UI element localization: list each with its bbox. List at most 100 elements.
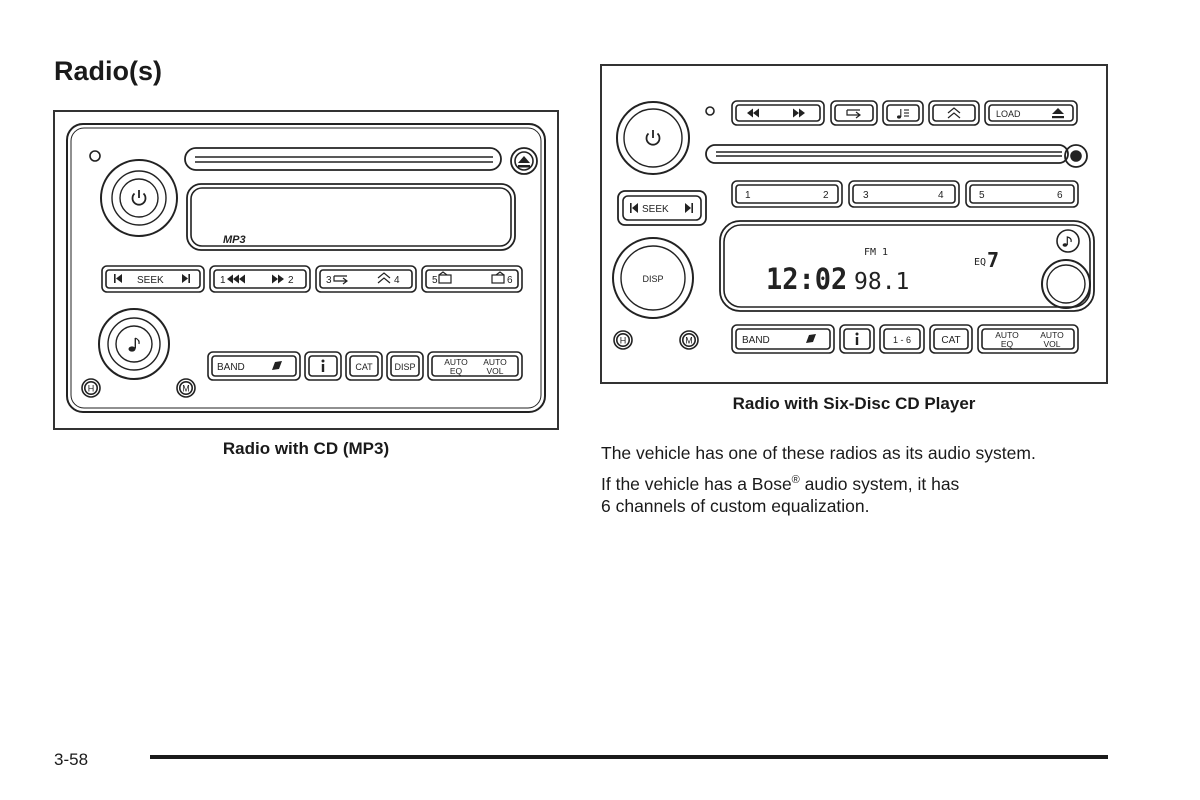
seek-back-icon <box>114 274 122 283</box>
auto-eq-vol-button[interactable]: AUTO EQ AUTO VOL <box>977 324 1079 354</box>
indicator-light <box>705 106 715 116</box>
svg-text:6: 6 <box>507 275 513 286</box>
body-paragraph-2: If the vehicle has a Bose® audio system,… <box>601 473 1121 517</box>
display-eq-value: 7 <box>987 248 999 272</box>
random-button[interactable] <box>928 100 980 126</box>
svg-text:5: 5 <box>979 190 985 201</box>
seek-scan-icon <box>806 334 816 343</box>
svg-text:LOAD: LOAD <box>996 109 1021 119</box>
track-list-button[interactable] <box>882 100 924 126</box>
preset-button-3-4[interactable]: 3 4 <box>848 180 960 208</box>
h-button[interactable]: H <box>613 330 633 350</box>
info-button[interactable] <box>839 324 875 354</box>
info-button[interactable] <box>304 351 342 381</box>
m-button[interactable]: M <box>679 330 699 350</box>
seek-forward-icon <box>685 203 693 213</box>
power-volume-knob[interactable] <box>616 101 690 175</box>
folder-forward-icon <box>491 271 505 284</box>
svg-text:AUTO: AUTO <box>1040 330 1064 340</box>
preset-button-5-6[interactable]: 5 6 <box>421 265 523 293</box>
cd-slot <box>184 147 502 171</box>
eject-button[interactable] <box>510 147 538 175</box>
svg-text:2: 2 <box>288 275 294 286</box>
svg-text:DISP: DISP <box>642 274 663 284</box>
cat-button[interactable]: CAT <box>929 324 973 354</box>
svg-text:M: M <box>182 384 190 394</box>
svg-text:VOL: VOL <box>486 366 503 376</box>
random-icon <box>377 272 391 284</box>
radio-display <box>186 183 516 251</box>
next-track-icon <box>272 274 284 284</box>
paragraph-2-text-end: audio system, it has <box>799 474 960 494</box>
svg-text:1: 1 <box>745 190 751 201</box>
paragraph-2-text-start: If the vehicle has a Bose <box>601 474 792 494</box>
repeat-button[interactable] <box>830 100 878 126</box>
disp-knob[interactable]: DISP <box>612 237 694 319</box>
preset-button-1-2[interactable]: 1 2 <box>731 180 843 208</box>
svg-text:BAND: BAND <box>742 335 770 346</box>
seek-button[interactable]: SEEK <box>101 265 205 293</box>
display-eq-label: EQ <box>974 257 986 268</box>
cd-load-indicator <box>1064 144 1088 168</box>
tune-knob[interactable] <box>98 308 170 380</box>
rewind-icon <box>747 108 759 118</box>
preset-button-5-6[interactable]: 5 6 <box>965 180 1079 208</box>
cd-slot <box>705 144 1069 164</box>
power-volume-knob[interactable] <box>100 159 178 237</box>
repeat-icon <box>846 109 861 119</box>
display-clock: 12:02 <box>766 262 847 297</box>
eject-icon <box>1052 108 1064 119</box>
preset-button-3-4[interactable]: 3 4 <box>315 265 417 293</box>
audio-tone-button[interactable] <box>1056 229 1080 253</box>
m-button[interactable]: M <box>176 378 196 398</box>
disp-button[interactable]: DISP <box>386 351 424 381</box>
page-title: Radio(s) <box>54 56 162 86</box>
svg-text:AUTO: AUTO <box>444 357 468 367</box>
body-paragraph-1: The vehicle has one of these radios as i… <box>601 443 1036 463</box>
svg-text:H: H <box>620 336 627 346</box>
seek-button[interactable]: SEEK <box>617 190 707 226</box>
indicator-light <box>89 150 101 162</box>
paragraph-2-second-line: 6 channels of custom equalization. <box>601 496 870 516</box>
svg-text:CAT: CAT <box>355 362 373 372</box>
repeat-icon <box>333 275 348 285</box>
load-eject-button[interactable]: LOAD <box>984 100 1078 126</box>
music-note-icon <box>128 337 140 352</box>
rewind-fast-forward-button[interactable] <box>731 100 825 126</box>
svg-text:BAND: BAND <box>217 362 245 373</box>
svg-text:M: M <box>685 336 693 346</box>
info-icon <box>321 359 325 372</box>
auto-eq-vol-button[interactable]: AUTO EQ AUTO VOL <box>427 351 523 381</box>
page-number: 3-58 <box>54 750 89 769</box>
previous-track-icon <box>227 274 245 284</box>
power-icon <box>645 130 661 146</box>
fast-forward-icon <box>793 108 805 118</box>
random-icon <box>947 107 961 119</box>
folder-back-icon <box>438 271 452 284</box>
cat-button[interactable]: CAT <box>345 351 383 381</box>
svg-text:1 - 6: 1 - 6 <box>893 335 911 345</box>
band-button[interactable]: BAND <box>207 351 301 381</box>
figure-caption-right: Radio with Six-Disc CD Player <box>732 394 976 413</box>
svg-text:SEEK: SEEK <box>137 275 164 286</box>
svg-text:4: 4 <box>938 190 944 201</box>
disc-range-button[interactable]: 1 - 6 <box>879 324 925 354</box>
preset-button-1-2[interactable]: 1 2 <box>209 265 311 293</box>
svg-text:CAT: CAT <box>941 335 960 346</box>
svg-text:EQ: EQ <box>450 366 463 376</box>
mp3-logo: MP3 <box>223 234 246 246</box>
tune-knob[interactable] <box>1041 259 1091 309</box>
info-icon <box>855 332 859 345</box>
svg-text:4: 4 <box>394 275 400 286</box>
registered-mark: ® <box>791 474 800 487</box>
display-band: FM 1 <box>864 247 888 258</box>
figure-caption-left: Radio with CD (MP3) <box>222 439 390 458</box>
seek-back-icon <box>630 203 638 213</box>
svg-text:1: 1 <box>220 275 226 286</box>
svg-text:6: 6 <box>1057 190 1063 201</box>
band-button[interactable]: BAND <box>731 324 835 354</box>
h-button[interactable]: H <box>81 378 101 398</box>
seek-forward-icon <box>182 274 190 283</box>
footer-rule <box>150 755 1108 759</box>
svg-text:SEEK: SEEK <box>642 204 669 215</box>
